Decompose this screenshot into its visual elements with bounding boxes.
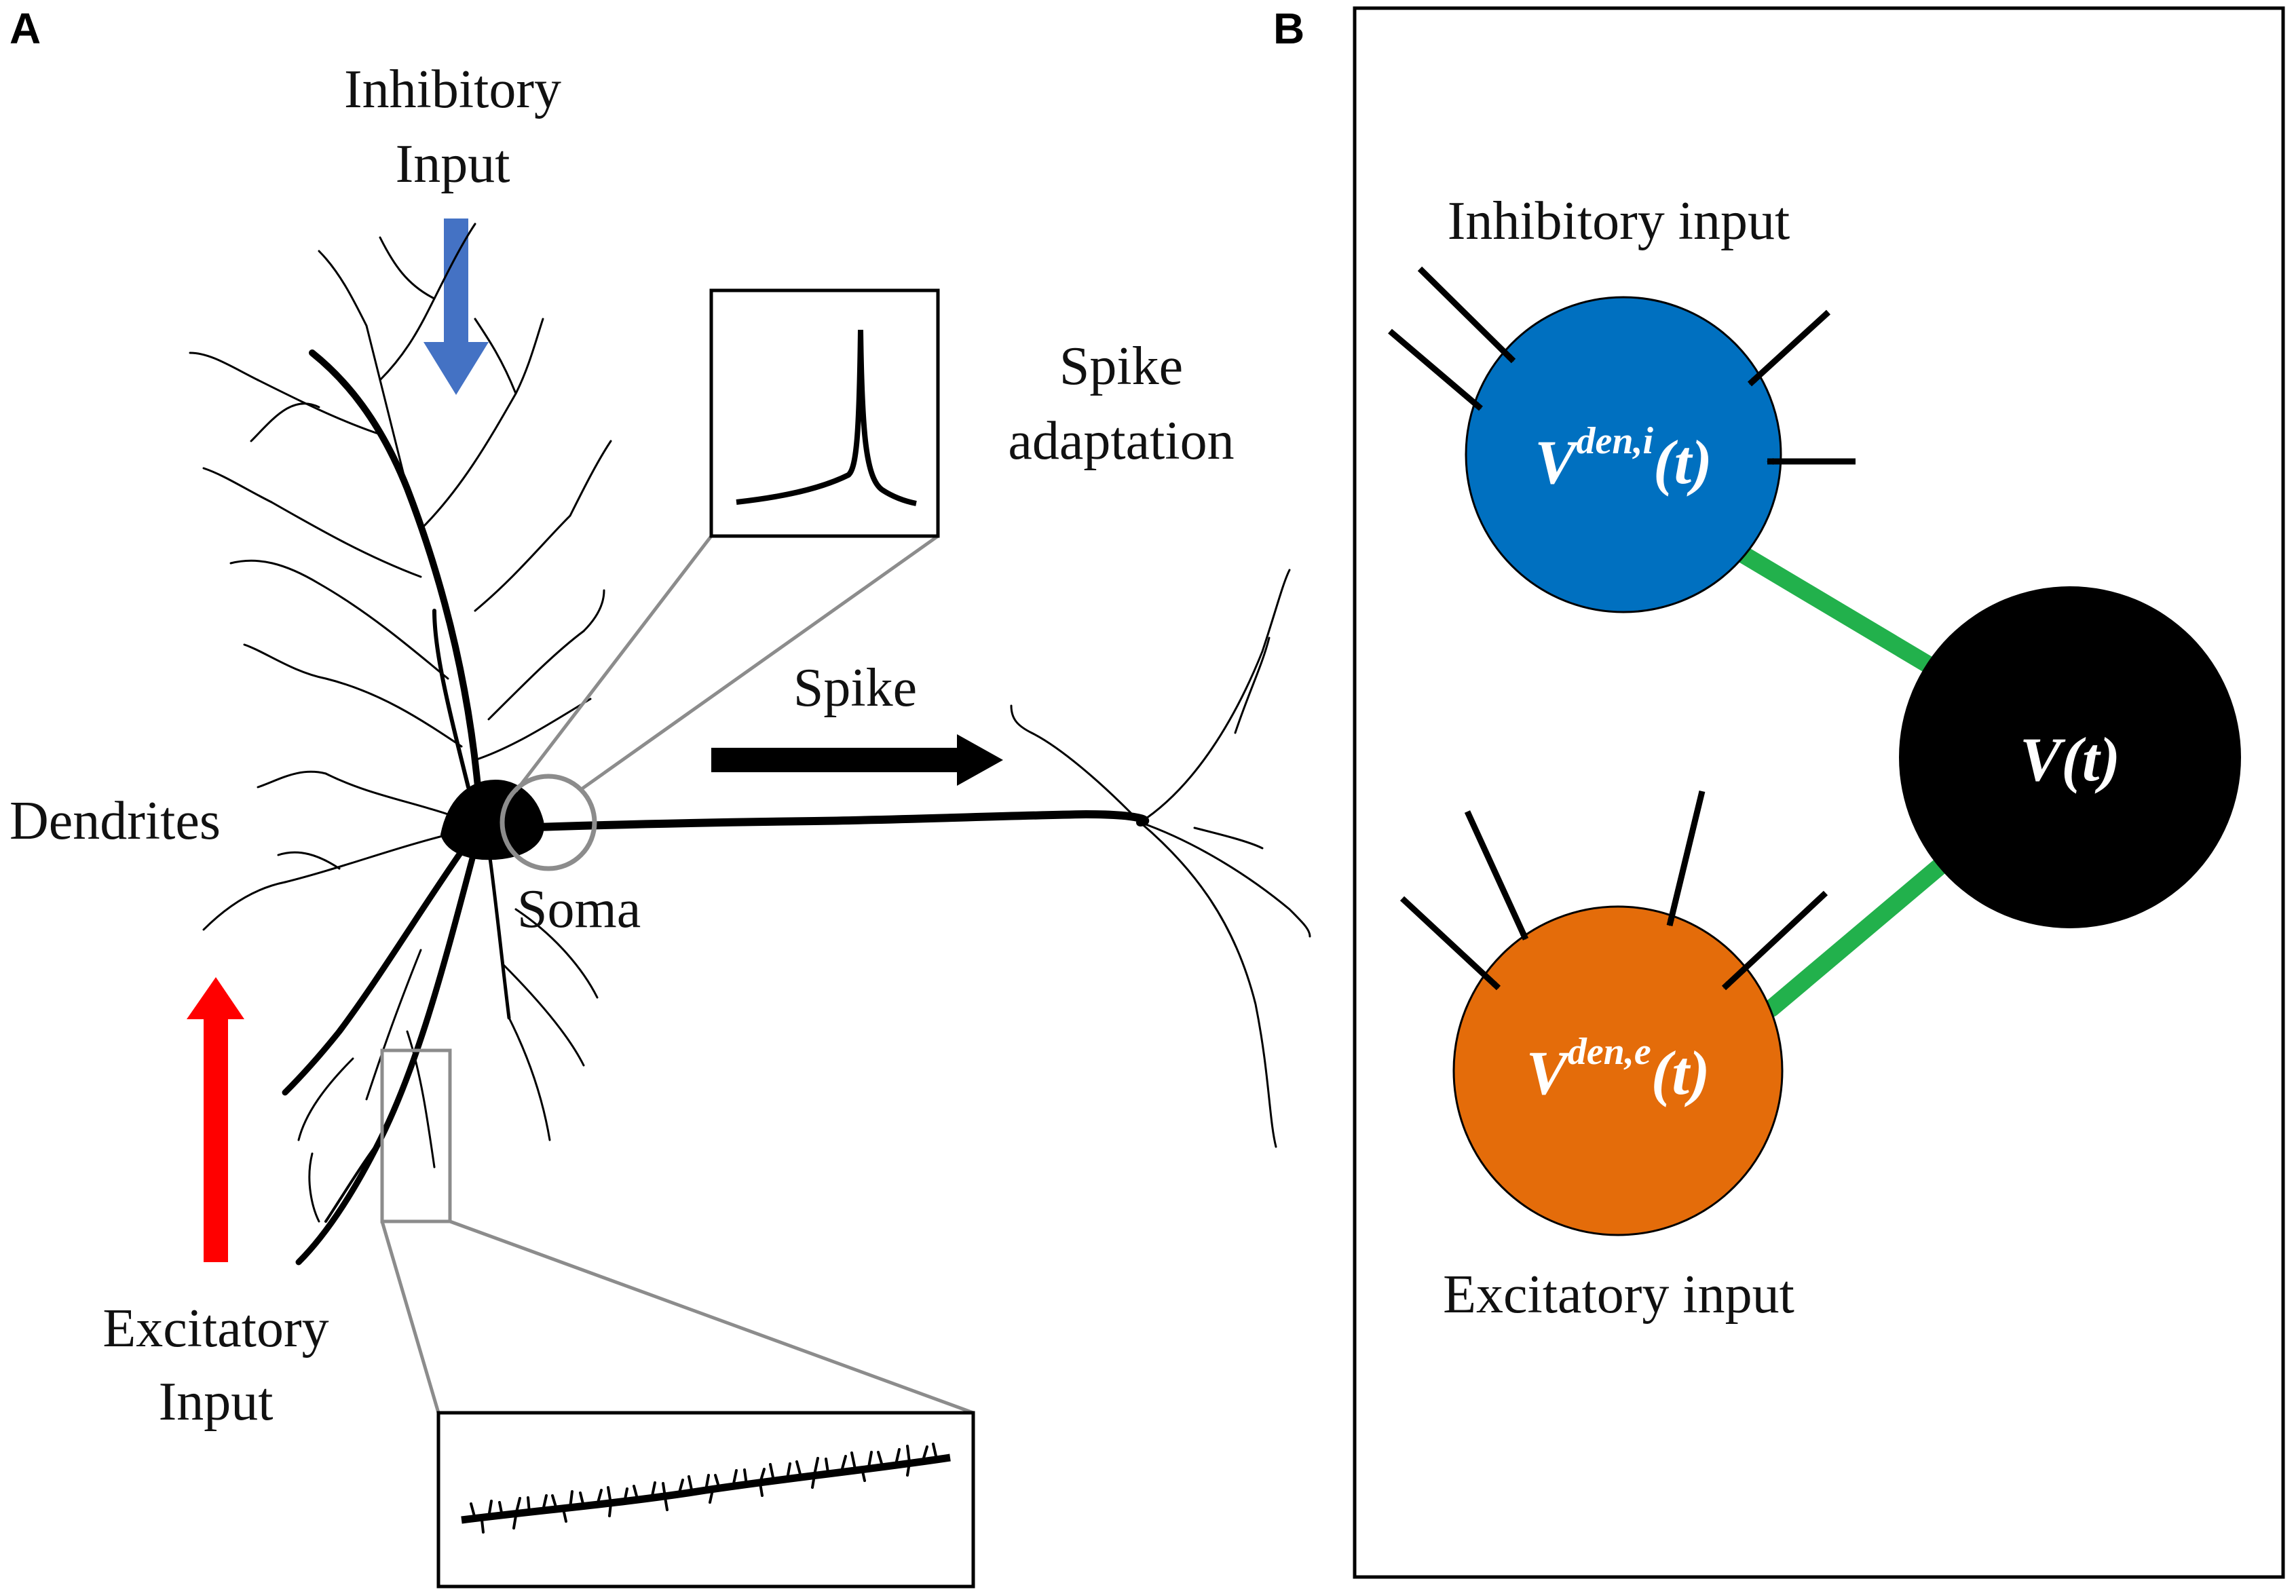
spike-trace [736, 329, 917, 506]
dendrite-zoom-line-right [449, 1219, 974, 1415]
panel-a: A Inhibitory Input Excitatory Input Dend… [10, 4, 1311, 1589]
panel-a-letter: A [10, 4, 41, 53]
excitatory-dendrite-node-label: Vden,e(t) [1526, 1031, 1710, 1107]
inhibitory-input-label: Inhibitory input [1448, 191, 1790, 251]
inhibitory-synapse-arrows [1388, 266, 1856, 465]
excitatory-dendrite-node [1452, 905, 1784, 1236]
spike-label: Spike [793, 658, 917, 718]
coupling-link-excitatory-soma [1763, 853, 1954, 1017]
spike-inset [709, 288, 940, 538]
soma-node-label: V(t) [2020, 725, 2120, 794]
neuron-drawing [189, 223, 1311, 1266]
panel-b-letter: B [1273, 4, 1304, 53]
dendrite-zoom-line-left [380, 1221, 440, 1413]
excitatory-input-label-line2: Input [159, 1372, 274, 1432]
inhibitory-dendrite-node [1465, 296, 1782, 613]
dendrite-zoom-box [380, 1048, 452, 1223]
spike-adaptation-label-line2: adaptation [1008, 411, 1234, 471]
coupling-link-inhibitory-soma [1735, 546, 1944, 678]
excitatory-input-label-line1: Excitatory [102, 1299, 328, 1358]
inhibitory-input-label-line2: Input [396, 134, 510, 194]
soma-node [1899, 586, 2241, 928]
excitatory-synapse-arrows [1399, 790, 1828, 991]
inhibitory-input-label-line1: Inhibitory [344, 60, 561, 119]
excitatory-input-arrow [187, 977, 244, 1262]
inhibitory-dendrite-node-label: Vden,i(t) [1535, 420, 1712, 497]
dendrite-spine-inset [436, 1411, 975, 1589]
panel-b: B Inhibitory input Excitatory input Vden… [1273, 4, 2285, 1579]
panel-b-frame [1353, 6, 2285, 1579]
zoom-line-upper [514, 535, 713, 793]
spike-adaptation-label-line1: Spike [1059, 337, 1183, 396]
spike-arrow [711, 734, 1003, 786]
inhibitory-input-arrow [424, 218, 489, 395]
soma-label: Soma [517, 879, 641, 939]
zoom-line-lower [581, 534, 939, 791]
dendritic-spines [470, 1443, 938, 1534]
soma-highlight-circle [500, 774, 597, 871]
dendrites-label: Dendrites [10, 791, 221, 851]
excitatory-input-label: Excitatory input [1443, 1265, 1794, 1325]
